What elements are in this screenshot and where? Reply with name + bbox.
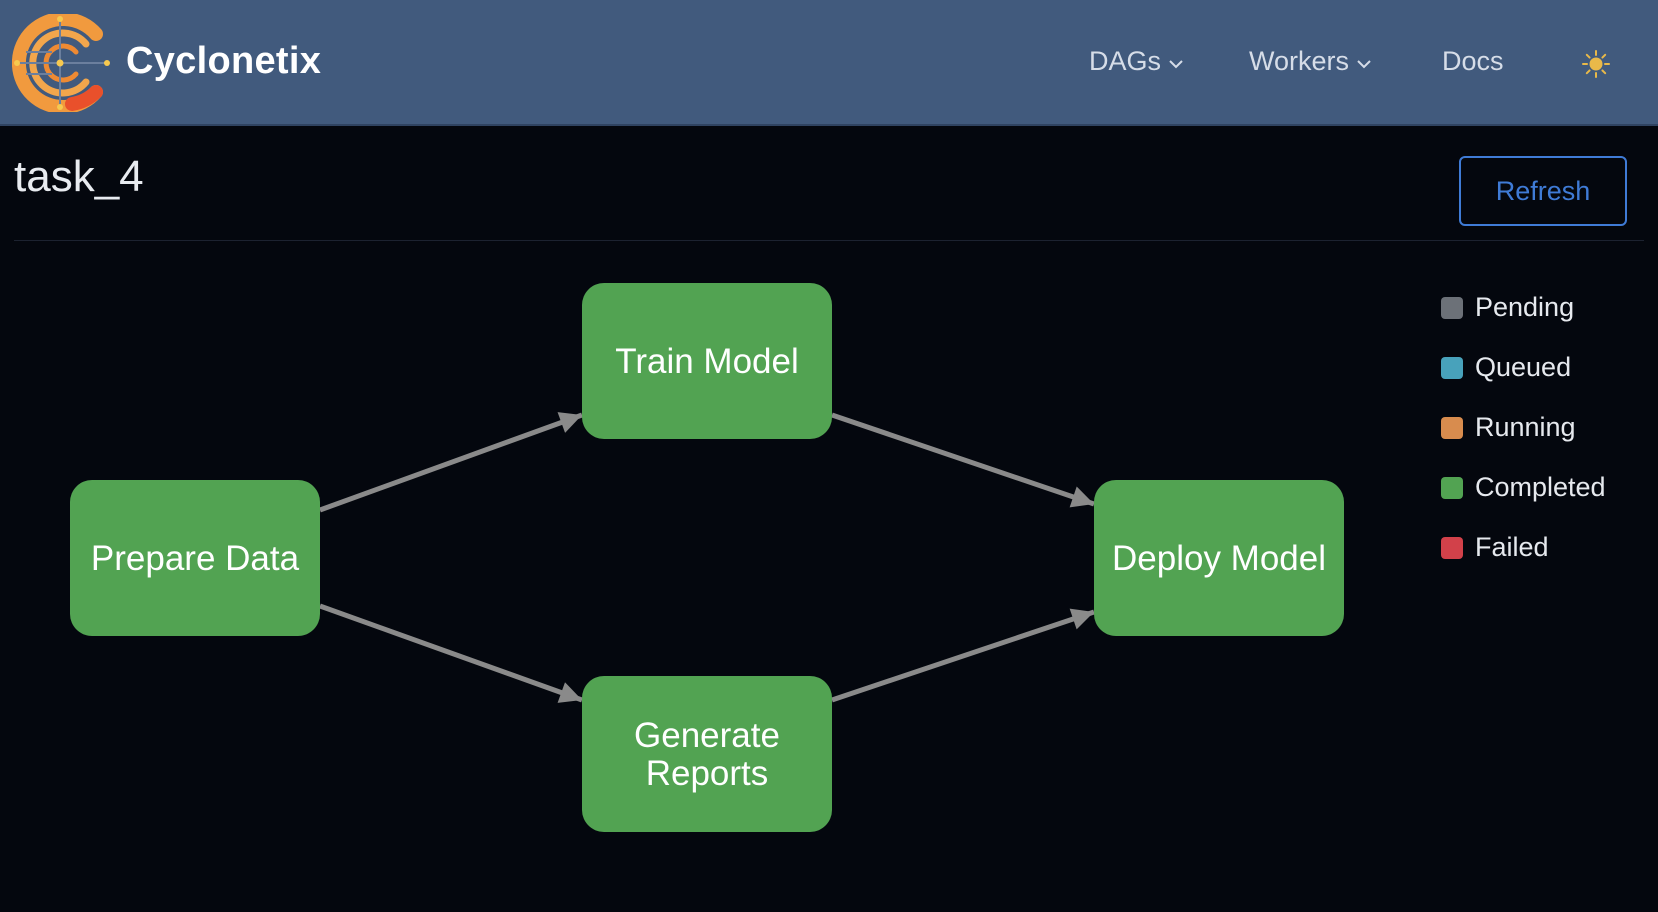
legend-swatch-pending [1441,296,1463,319]
legend-swatch-queued [1441,356,1463,379]
page-title: task_4 [14,152,144,201]
legend-label-failed: Failed [1475,532,1549,562]
refresh-button[interactable]: Refresh [1459,156,1627,226]
dag-node-box [582,283,832,439]
legend-label-pending: Pending [1475,292,1575,322]
nav-dags[interactable]: DAGs [1089,46,1183,77]
dag-node-train[interactable]: Train Model [582,283,832,439]
legend-item-pending: Pending [1441,292,1574,323]
dag-node-deploy[interactable]: Deploy Model [1094,480,1344,636]
chevron-down-icon [1169,59,1183,68]
dag-node-box [582,676,832,832]
nav-dags-label: DAGs [1089,46,1162,76]
legend-item-running: Running [1441,412,1576,443]
nav-workers[interactable]: Workers [1249,46,1371,77]
dag-edge-reports-deploy [831,608,1095,703]
chevron-down-icon [1357,59,1371,68]
legend-label-completed: Completed [1475,472,1606,502]
legend-label-running: Running [1475,412,1576,442]
dag-node-label: Prepare Data [91,539,300,578]
dag-node-box [1094,480,1344,636]
dag-edge-prepare-reports [319,603,583,703]
dag-node-label: Reports [646,754,769,793]
legend-swatch-completed [1441,476,1463,499]
dag-node-label: Generate [634,716,780,755]
dag-node-prepare[interactable]: Prepare Data [70,480,320,636]
legend-label-queued: Queued [1475,352,1572,382]
dag-node-label: Train Model [615,342,799,381]
nav-docs[interactable]: Docs [1442,46,1504,77]
dag-edge-prepare-train [319,412,583,513]
legend-swatch-failed [1441,536,1463,559]
sun-icon[interactable] [1582,50,1610,78]
legend-swatch-running [1441,416,1463,439]
nav-docs-label: Docs [1442,46,1504,76]
cyclonetix-logo-icon[interactable] [12,14,112,112]
legend-item-failed: Failed [1441,532,1549,563]
brand-name[interactable]: Cyclonetix [126,40,322,82]
nav-workers-label: Workers [1249,46,1350,76]
dag-node-box [70,480,320,636]
navbar: Cyclonetix DAGs Workers Docs [0,0,1658,126]
divider [14,240,1644,241]
legend-item-queued: Queued [1441,352,1571,383]
dag-edge-train-deploy [831,412,1095,508]
dag-node-label: Deploy Model [1112,539,1326,578]
legend-item-completed: Completed [1441,472,1606,503]
